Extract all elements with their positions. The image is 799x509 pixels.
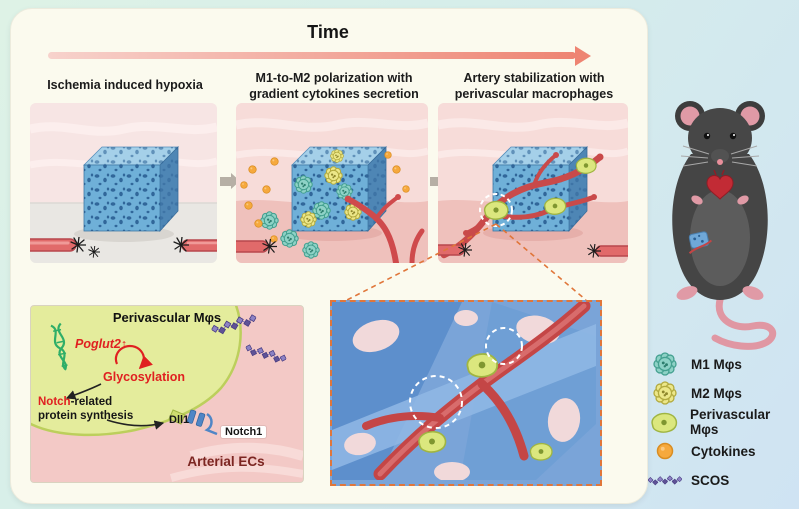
glycosylation-label: Glycosylation bbox=[103, 370, 185, 384]
zoom-dashed-circle bbox=[485, 327, 523, 365]
dll1-notch1-receptor-icon bbox=[168, 409, 218, 436]
arterial-ecs-label: Arterial ECs bbox=[187, 454, 265, 469]
legend-item-scos: SCOS bbox=[648, 468, 729, 492]
arrow-to-dll1 bbox=[106, 419, 165, 430]
legend-label: Cytokines bbox=[691, 443, 756, 459]
zoom-scene bbox=[332, 302, 596, 482]
panel1-title-line1: Ischemia induced hypoxia bbox=[47, 78, 203, 92]
panel3-title-line2: perivascular macrophages bbox=[454, 87, 614, 102]
legend-label: M1 Mφs bbox=[691, 356, 742, 372]
up-arrow-icon: ↑ bbox=[120, 337, 128, 351]
scaffold-pores bbox=[344, 310, 581, 482]
mouse-body bbox=[672, 101, 768, 300]
legend-label: M2 Mφs bbox=[691, 385, 742, 401]
legend-item-cytokines: Cytokines bbox=[648, 439, 756, 463]
panel2-title: M1-to-M2 polarization with gradient cyto… bbox=[236, 70, 432, 103]
legend-item-m2: M2 Mφs bbox=[648, 381, 742, 405]
implanted-scaffold-icon bbox=[688, 231, 713, 255]
zoom-dashed-circle bbox=[409, 375, 463, 429]
arrow-to-notch bbox=[65, 383, 102, 400]
panel1-title: Ischemia induced hypoxia bbox=[30, 77, 220, 93]
mouse-tail bbox=[711, 296, 777, 350]
timeline-title: Time bbox=[307, 22, 349, 42]
mouse-foot bbox=[676, 286, 698, 300]
gene-name: Poglut2 bbox=[75, 337, 121, 351]
signaling-inset: Perivascular Mφs Poglut2↑ Glycosylation … bbox=[30, 305, 304, 483]
panel2-illustration bbox=[236, 103, 428, 263]
gene-label: Poglut2↑ bbox=[75, 337, 127, 351]
signaling-scene bbox=[31, 306, 303, 482]
panel3-illustration bbox=[438, 103, 628, 263]
stabilization-scene bbox=[438, 103, 628, 263]
inset-title: Perivascular Mφs bbox=[112, 310, 222, 325]
mouse-paw bbox=[737, 195, 749, 205]
scaffold-cube-icon bbox=[83, 146, 179, 233]
scos-chain-icon bbox=[648, 474, 682, 486]
m1-macrophage-icon bbox=[648, 352, 682, 376]
panel2-title-line2: gradient cytokines secretion bbox=[249, 87, 419, 102]
legend-item-perivascular: Perivascular Mφs bbox=[648, 407, 799, 437]
panel3-title: Artery stabilization with perivascular m… bbox=[438, 70, 630, 103]
cytokine-icon bbox=[648, 442, 682, 460]
legend-item-m1: M1 Mφs bbox=[648, 352, 742, 376]
panel3-title-line1: Artery stabilization with bbox=[463, 71, 605, 85]
notch-protein-label: Notch-related protein synthesis bbox=[38, 395, 148, 424]
dna-icon bbox=[50, 322, 68, 371]
legend-label: SCOS bbox=[691, 472, 730, 488]
m2-macrophage-icon bbox=[648, 381, 682, 405]
vessel-zoom-view bbox=[330, 300, 602, 486]
notch-word: Notch bbox=[38, 396, 71, 408]
polarization-scene bbox=[236, 103, 428, 263]
legend-label: Perivascular Mφs bbox=[689, 407, 771, 437]
panel1-illustration bbox=[30, 103, 217, 263]
step-arrow-1 bbox=[220, 173, 240, 189]
mouse-illustration bbox=[672, 101, 777, 350]
heart-icon bbox=[706, 169, 734, 200]
protein-synthesis-word: protein synthesis bbox=[38, 410, 134, 423]
zoom-artery-icon bbox=[362, 302, 591, 481]
timeline-arrow bbox=[48, 46, 591, 66]
perivascular-macrophage-icon bbox=[648, 412, 681, 433]
panel2-title-line1: M1-to-M2 polarization with bbox=[255, 71, 413, 85]
ischemia-scene bbox=[30, 103, 217, 263]
severed-vessel-icon bbox=[30, 237, 217, 258]
notch-rest: -related bbox=[70, 396, 113, 408]
dll1-label: Dll1 bbox=[169, 414, 190, 426]
cycle-arrow-icon bbox=[114, 344, 153, 370]
mouse-paw bbox=[691, 195, 703, 205]
notch1-label: Notch1 bbox=[221, 426, 267, 438]
mouse-foot bbox=[742, 286, 764, 300]
perivascular-cell-body bbox=[31, 306, 242, 437]
